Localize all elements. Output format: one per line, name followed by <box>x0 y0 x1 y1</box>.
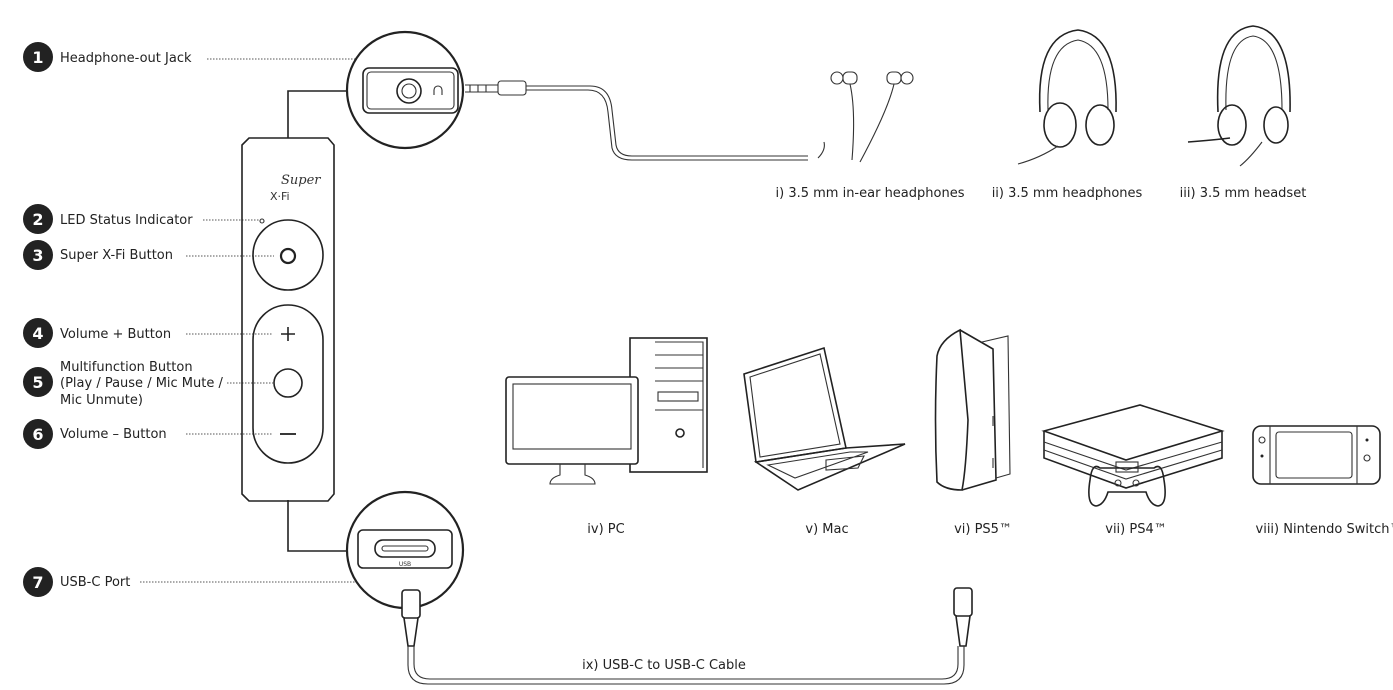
callout-5: 5 Multifunction Button (Play / Pause / M… <box>23 360 273 408</box>
callout-6: 6 Volume – Button <box>23 419 273 449</box>
mac-laptop: v) Mac <box>743 346 906 537</box>
badge-number: 2 <box>32 210 43 229</box>
super-xfi-button <box>252 219 324 291</box>
volume-rocker <box>252 304 324 464</box>
label-led-status-indicator: LED Status Indicator <box>60 213 193 228</box>
headset: iii) 3.5 mm headset <box>1180 25 1307 201</box>
multifunction-button <box>273 368 303 398</box>
label-usb-c-port: USB-C Port <box>60 575 130 590</box>
label-multifunction-button: Multifunction Button <box>60 360 193 375</box>
label-usb-c-cable: ix) USB-C to USB-C Cable <box>582 658 746 673</box>
logo-super: Super <box>281 173 321 188</box>
badge-number: 7 <box>32 573 43 592</box>
port-label: USB <box>399 561 411 568</box>
led-indicator <box>259 218 265 224</box>
label-volume-down-button: Volume – Button <box>60 427 167 442</box>
callout-4: 4 Volume + Button <box>23 318 273 348</box>
label-in-ear-headphones: i) 3.5 mm in-ear headphones <box>776 186 965 201</box>
label-volume-up-button: Volume + Button <box>60 327 171 342</box>
nintendo-switch: viii) Nintendo Switch™ <box>1252 425 1393 537</box>
label-headphones: ii) 3.5 mm headphones <box>992 186 1143 201</box>
callout-2: 2 LED Status Indicator <box>23 204 259 234</box>
label-nintendo-switch: viii) Nintendo Switch™ <box>1256 522 1393 537</box>
label-headset: iii) 3.5 mm headset <box>1180 186 1307 201</box>
headphone-icon <box>433 85 443 95</box>
usb-c-port <box>374 539 436 558</box>
badge-1 <box>23 42 53 72</box>
label-multifunction-detail: (Play / Pause / Mic Mute / <box>60 376 223 391</box>
super-xfi-dongle: Super X·Fi <box>241 90 346 552</box>
badge-number: 4 <box>32 324 43 343</box>
label-pc: iv) PC <box>587 522 624 537</box>
headphones: ii) 3.5 mm headphones <box>992 29 1143 201</box>
label-multifunction-detail: Mic Unmute) <box>60 393 143 408</box>
pc: iv) PC <box>505 337 708 537</box>
label-headphone-out-jack: Headphone-out Jack <box>60 51 192 66</box>
callout-7: 7 USB-C Port <box>23 566 406 597</box>
label-super-xfi-button: Super X-Fi Button <box>60 248 173 263</box>
logo-xfi: X·Fi <box>270 190 290 203</box>
badge-number: 3 <box>32 246 43 265</box>
plus-icon <box>281 327 295 341</box>
usb-c-port-zoom: USB <box>345 490 465 610</box>
badge-number: 6 <box>32 425 43 444</box>
callout-3: 3 Super X-Fi Button <box>23 240 274 270</box>
badge-number: 1 <box>32 48 43 67</box>
jack-icon <box>396 78 422 104</box>
badge-number: 5 <box>32 373 43 392</box>
in-ear-headphones: i) 3.5 mm in-ear headphones <box>776 71 965 201</box>
headphone-jack-zoom <box>345 30 808 161</box>
label-mac: v) Mac <box>805 522 848 537</box>
label-ps5: vi) PS5™ <box>954 522 1012 537</box>
ps5: vi) PS5™ <box>934 328 1012 537</box>
usb-c-cable: ix) USB-C to USB-C Cable <box>401 587 973 685</box>
label-ps4: vii) PS4™ <box>1105 522 1166 537</box>
ps4: vii) PS4™ <box>1041 404 1225 537</box>
